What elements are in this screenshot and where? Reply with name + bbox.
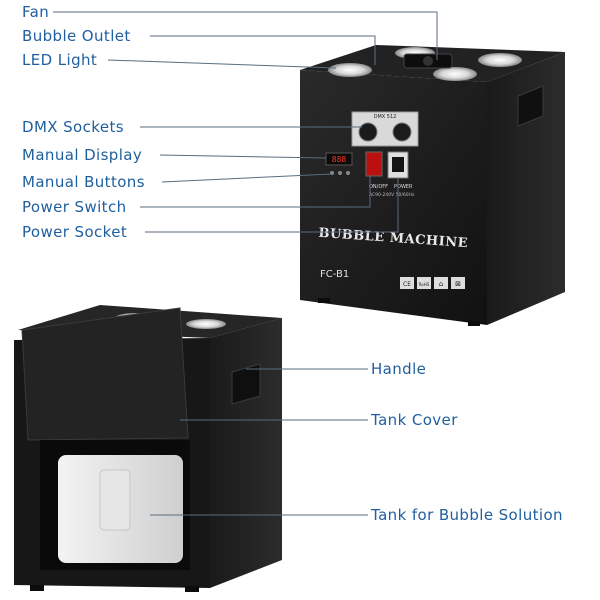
manual-button-icon[interactable]: [338, 171, 342, 175]
display-digits: 888: [332, 155, 347, 164]
label-bubble-outlet: Bubble Outlet: [22, 27, 131, 45]
label-led-light: LED Light: [22, 51, 98, 69]
label-tank-cover: Tank Cover: [371, 411, 458, 429]
cert-mark-recycle-icon: [434, 277, 448, 289]
label-manual-display: Manual Display: [22, 146, 143, 164]
foot-icon: [185, 586, 199, 592]
machine-tank-view: [14, 305, 282, 592]
leader-manual-buttons: [161, 173, 333, 183]
leader-lines: [53, 11, 438, 516]
machine-front-face: [300, 70, 487, 325]
led-light-icon: [328, 63, 372, 77]
foot-icon: [30, 585, 44, 591]
cert-mark-rohs-icon: [417, 277, 431, 289]
leader-power-switch: [140, 176, 371, 208]
power-switch[interactable]: [365, 151, 383, 177]
dmx-panel-header: DMX 512: [374, 114, 397, 120]
leader-led-light: [107, 59, 337, 69]
leader-bubble-outlet: [150, 35, 376, 65]
dmx-socket-out-icon: [392, 122, 412, 142]
led-light-icon: [186, 319, 226, 329]
foot-icon: [318, 298, 330, 303]
handle-icon: [517, 85, 544, 127]
label-power-switch: Power Switch: [22, 198, 127, 216]
handle-icon: [231, 363, 261, 405]
label-power-socket: Power Socket: [22, 223, 128, 241]
power-label: POWER: [394, 184, 413, 190]
voltage-label: AC90-240V 50/60Hz: [369, 192, 415, 198]
switch-label: ON/OFF: [369, 184, 388, 190]
tank-cover: [21, 307, 189, 441]
leader-power-socket: [145, 178, 399, 233]
manual-display: [325, 152, 353, 166]
cert-mark-3: ⌂: [439, 280, 443, 288]
label-dmx-sockets: DMX Sockets: [22, 118, 124, 136]
led-light-icon: [433, 67, 477, 81]
cert-mark-ce: CE: [403, 281, 411, 288]
cert-mark-rohs: RoHS: [419, 282, 430, 287]
dmx-socket-in-icon: [358, 122, 378, 142]
cert-mark-ce-icon: [400, 277, 414, 289]
label-tank: Tank for Bubble Solution: [371, 506, 563, 524]
label-fan: Fan: [22, 3, 50, 21]
power-socket-icon: [392, 157, 404, 172]
label-manual-buttons: Manual Buttons: [22, 173, 145, 191]
led-light-icon: [478, 53, 522, 67]
foot-icon: [468, 321, 480, 326]
cert-mark-4: ⊠: [455, 280, 461, 288]
tank-handle-icon: [99, 469, 131, 531]
manual-button-icon[interactable]: [346, 171, 350, 175]
machine-side-face: [487, 52, 565, 325]
machine-top-view: DMX 512 888 ON/OFF POWER AC90-240V 50/60…: [300, 45, 565, 326]
label-handle: Handle: [371, 360, 427, 378]
leader-manual-display: [159, 154, 327, 159]
tank-machine-side: [210, 318, 282, 588]
leader-fan: [53, 11, 438, 60]
bubble-outlet-icon: [423, 56, 433, 66]
model-text: FC-B1: [320, 269, 349, 280]
cert-mark-weee-icon: [451, 277, 465, 289]
